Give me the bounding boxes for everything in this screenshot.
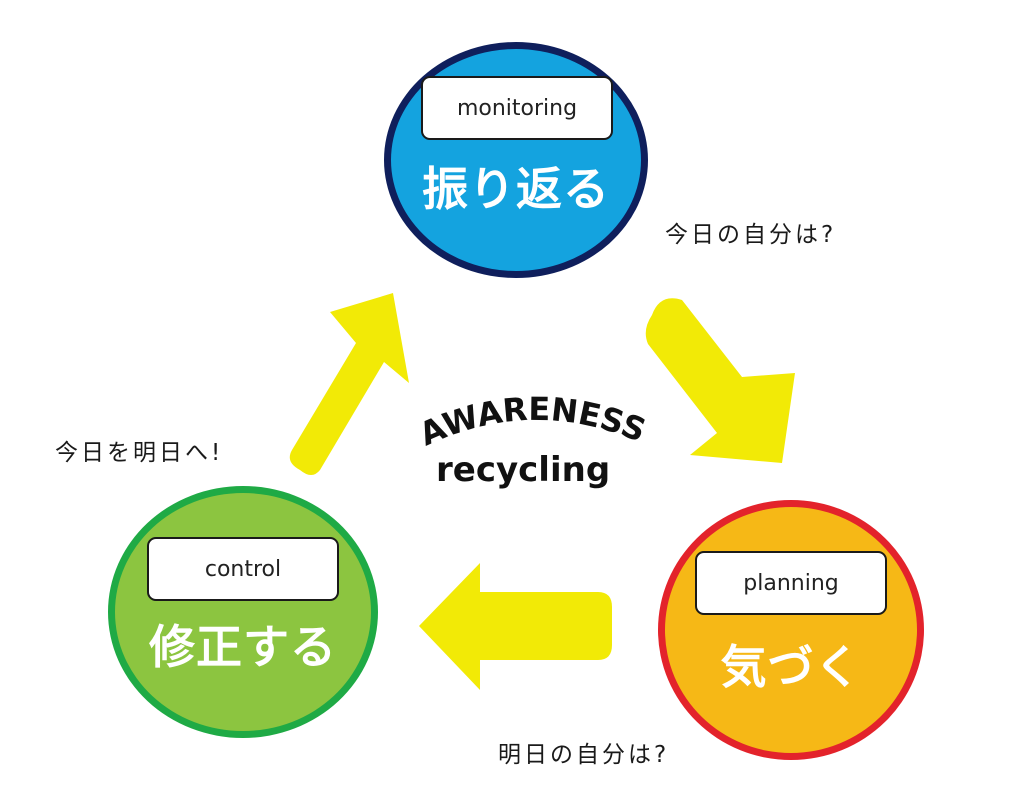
caption-planning-to-control: 明日の自分は? [498, 742, 670, 768]
node-monitoring: monitoring 振り返る [384, 42, 648, 278]
node-planning: planning 気づく [658, 500, 924, 760]
node-control-label: 修正する [149, 620, 337, 674]
node-control-tag: control [147, 537, 339, 601]
caption-monitoring-to-planning: 今日の自分は? [665, 222, 837, 248]
arrow-control-to-monitoring [289, 293, 409, 475]
arrow-monitoring-to-planning [645, 298, 795, 463]
node-monitoring-label: 振り返る [422, 162, 610, 216]
node-control: control 修正する [108, 486, 378, 738]
node-monitoring-tag: monitoring [421, 76, 613, 140]
caption-control-to-monitoring: 今日を明日へ! [55, 440, 224, 466]
node-planning-label: 気づく [720, 640, 862, 694]
center-subtitle: recycling [436, 450, 611, 490]
node-planning-tag: planning [695, 551, 887, 615]
arrow-planning-to-control [419, 563, 612, 690]
center-title: AWARENESS [414, 390, 651, 453]
